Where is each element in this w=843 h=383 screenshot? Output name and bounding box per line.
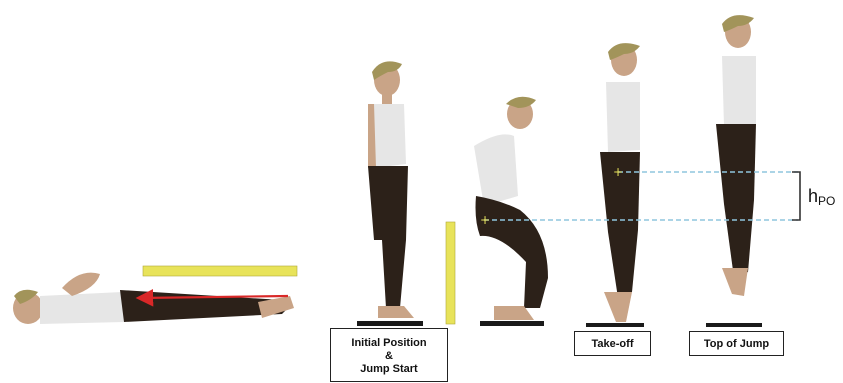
platform-takeoff (586, 323, 644, 327)
top-of-jump-figure (716, 15, 756, 296)
top-of-jump-label-text: Top of Jump (690, 338, 783, 351)
initial-label-line-1: Initial Position (331, 337, 447, 350)
takeoff-figure (600, 43, 640, 322)
initial-label-line-3: Jump Start (331, 363, 447, 376)
height-bracket (792, 172, 800, 220)
height-subscript: PO (818, 194, 835, 208)
squat-hip-marker: + (480, 213, 490, 227)
platform-top-of-jump (706, 323, 762, 327)
standing-figure-initial (368, 61, 414, 318)
push-off-height-label: hPO (808, 186, 835, 211)
top-of-jump-label: Top of Jump (689, 331, 784, 356)
vertical-ruler (446, 222, 455, 324)
takeoff-label-text: Take-off (575, 338, 650, 351)
horizontal-ruler (143, 266, 297, 276)
platform-initial (357, 321, 423, 326)
initial-position-label: Initial Position & Jump Start (330, 328, 448, 382)
takeoff-label: Take-off (574, 331, 651, 356)
squat-figure (474, 97, 548, 320)
initial-label-line-2: & (331, 350, 447, 363)
height-symbol: h (808, 186, 818, 206)
takeoff-hip-marker: + (613, 165, 623, 179)
platform-squat (480, 321, 544, 326)
